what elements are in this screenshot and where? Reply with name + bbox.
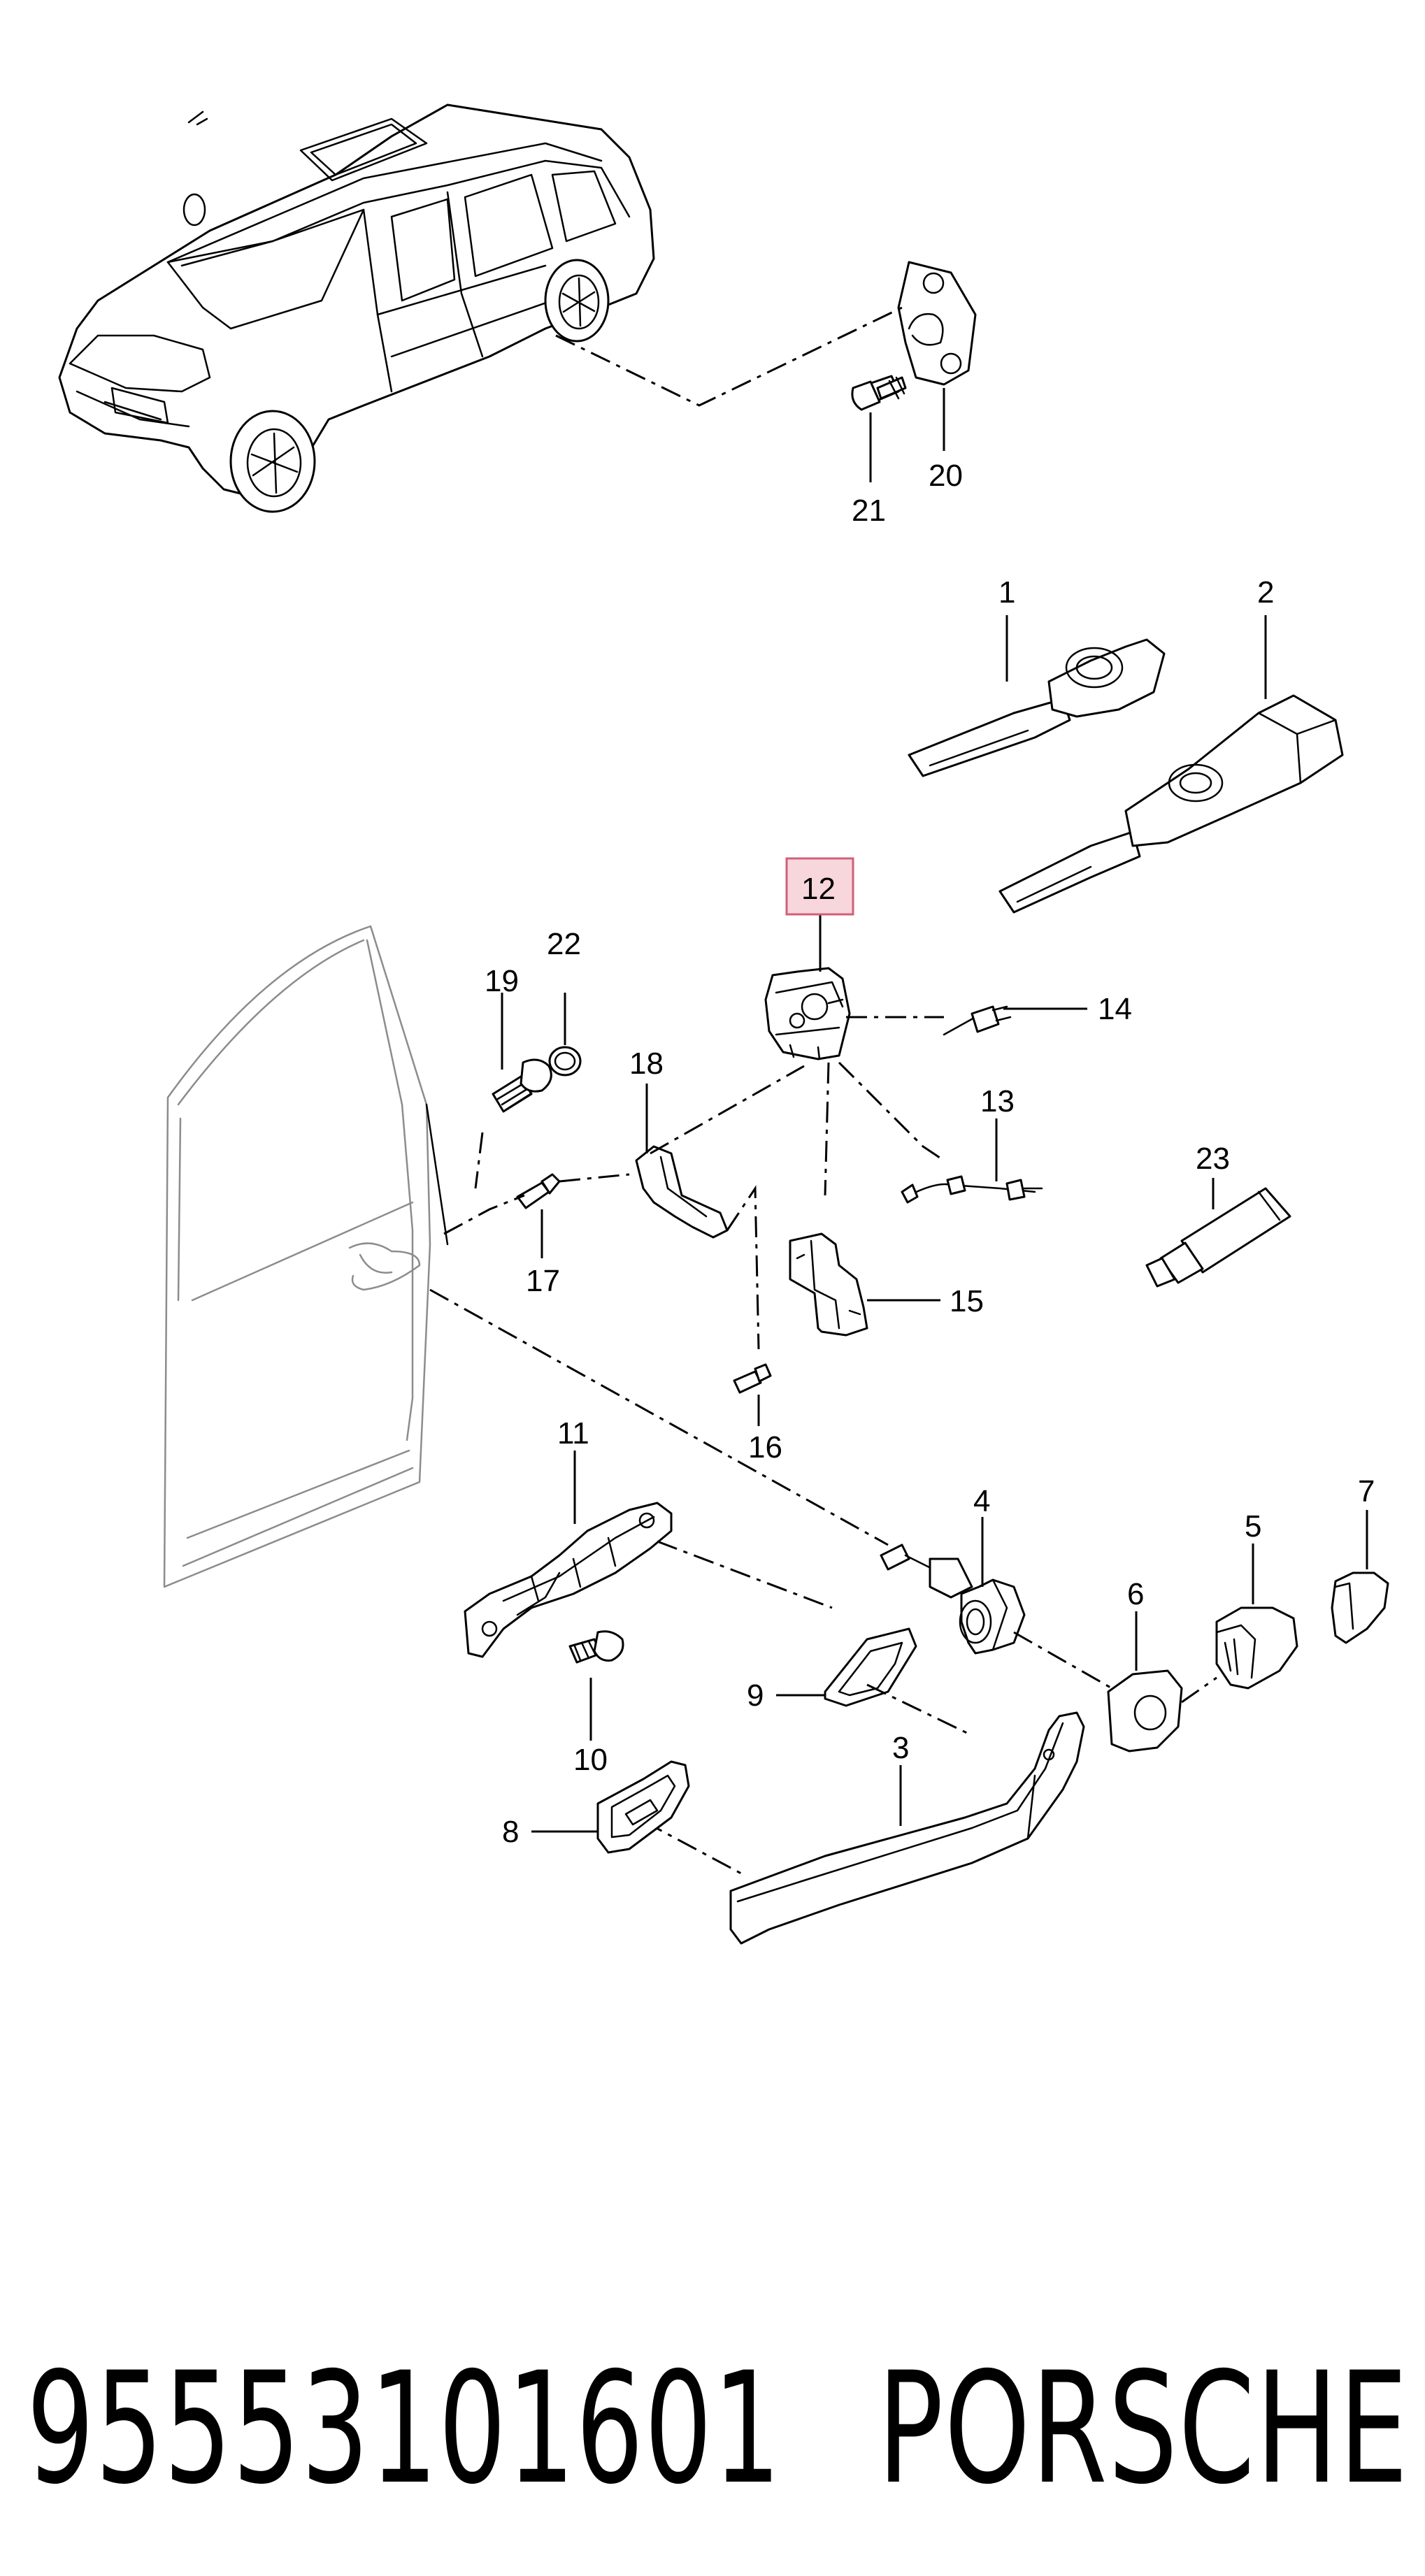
key-2: [998, 694, 1344, 914]
callout-18: 18: [629, 1046, 664, 1081]
pin-16: [733, 1363, 772, 1394]
callout-20: 20: [929, 459, 963, 493]
lock-bracket-15: [789, 1232, 868, 1337]
o-ring: [548, 1046, 582, 1077]
callout-7: 7: [1358, 1474, 1375, 1509]
door-outline: [163, 925, 449, 1588]
callout-16: 16: [748, 1430, 782, 1465]
callout-labels: 21 20 1 2 12 22 19 18 14 13 17 23 15 16 …: [485, 459, 1375, 1849]
part-number: 95553101601: [27, 2339, 782, 2518]
callout-21: 21: [852, 494, 886, 528]
callout-5: 5: [1245, 1509, 1261, 1544]
end-cap-6: [1107, 1669, 1183, 1753]
callout-4: 4: [973, 1484, 990, 1518]
callout-13: 13: [980, 1084, 1015, 1118]
brand-name: PORSCHE: [878, 2339, 1409, 2518]
grease-tube-23: [1145, 1187, 1291, 1288]
door-check-strap: [897, 261, 977, 386]
sensor-14: [943, 1005, 1012, 1036]
callout-9: 9: [747, 1678, 764, 1713]
callout-23: 23: [1196, 1142, 1230, 1176]
handle-carrier-11: [464, 1502, 673, 1658]
lock-cylinder-4: [880, 1544, 1026, 1655]
door-check-screw: [851, 375, 907, 411]
bracket-18: [635, 1145, 729, 1239]
lock-cylinder-housing-12: [764, 967, 851, 1060]
gasket-9: [824, 1627, 917, 1707]
callout-3: 3: [892, 1731, 909, 1765]
callout-17: 17: [526, 1264, 560, 1298]
callout-12: 12: [801, 872, 836, 906]
callout-1: 1: [998, 575, 1015, 610]
bolt-19: [492, 1058, 552, 1113]
callout-11: 11: [557, 1416, 589, 1451]
gasket-8: [596, 1760, 690, 1854]
callout-6: 6: [1127, 1577, 1144, 1611]
screw-10: [568, 1630, 624, 1664]
cover-cap-7: [1331, 1571, 1389, 1644]
callout-15: 15: [950, 1284, 984, 1318]
callout-2: 2: [1257, 575, 1274, 610]
key-1: [908, 638, 1166, 777]
door-handle-3: [729, 1711, 1085, 1945]
callout-12-highlight: [785, 857, 854, 916]
vehicle-illustration: [58, 103, 655, 513]
callout-22: 22: [547, 927, 581, 961]
cover-cap-5: [1215, 1606, 1298, 1690]
footer: 95553101601 PORSCHE: [27, 2339, 1409, 2518]
cable-13: [901, 1175, 1043, 1204]
callout-10: 10: [573, 1743, 608, 1777]
callout-14: 14: [1098, 992, 1132, 1026]
pin-17: [516, 1173, 561, 1209]
callout-8: 8: [502, 1815, 519, 1849]
callout-19: 19: [485, 964, 519, 998]
